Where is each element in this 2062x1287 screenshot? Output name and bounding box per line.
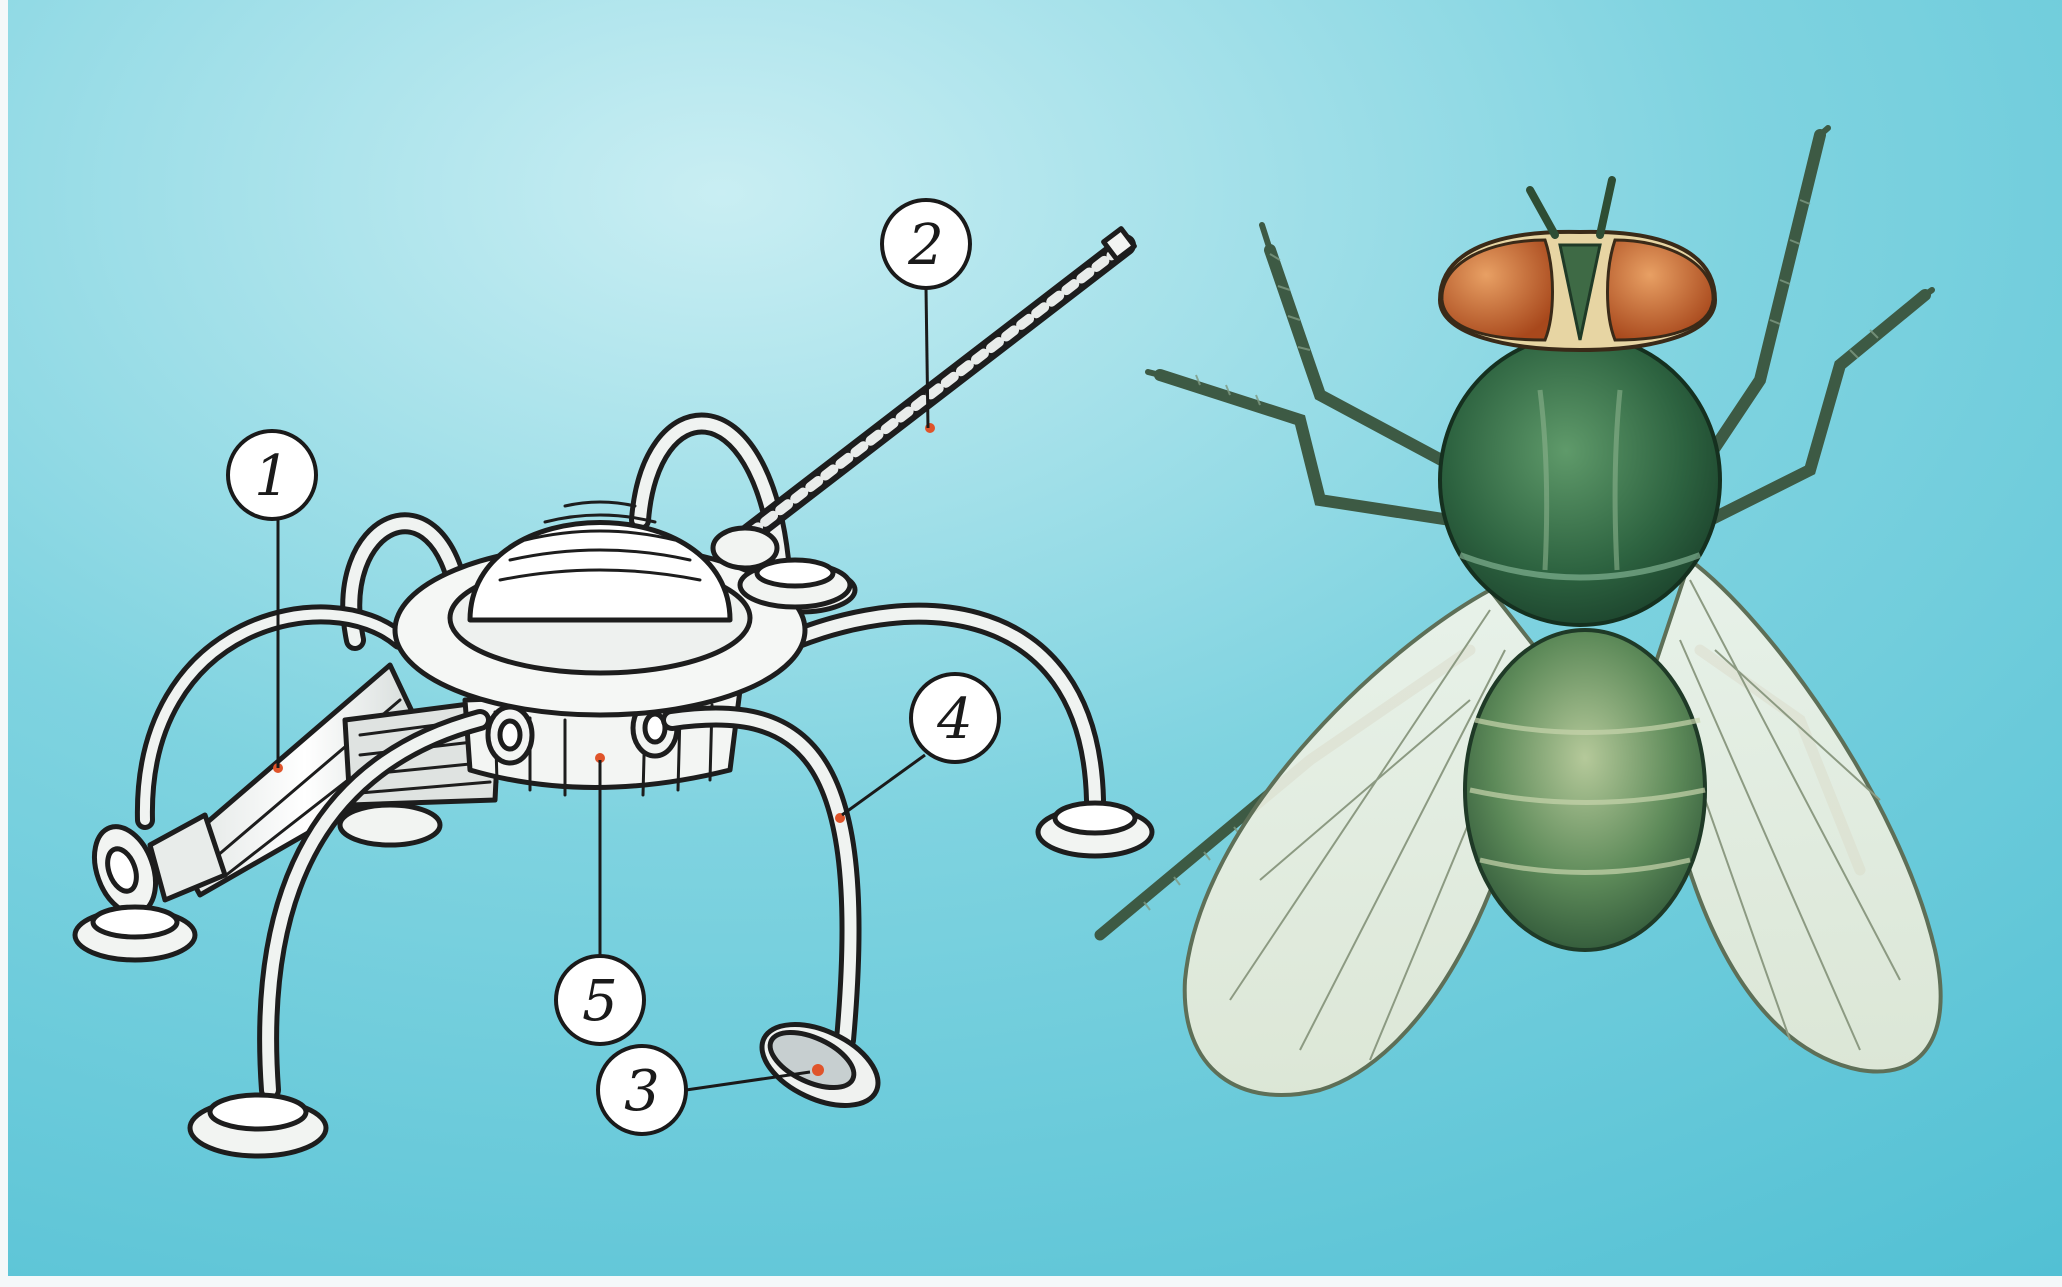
callout-number: 4: [936, 687, 973, 752]
fly-thorax: [1440, 335, 1720, 625]
white-edge-left: [0, 0, 8, 1287]
white-edge-bottom: [0, 1276, 2062, 1287]
callout-number: 1: [254, 444, 290, 509]
fly-abdomen: [1465, 630, 1705, 950]
callout-number: 3: [624, 1059, 660, 1124]
callout-number: 5: [582, 969, 618, 1034]
callout-number: 2: [907, 213, 944, 278]
